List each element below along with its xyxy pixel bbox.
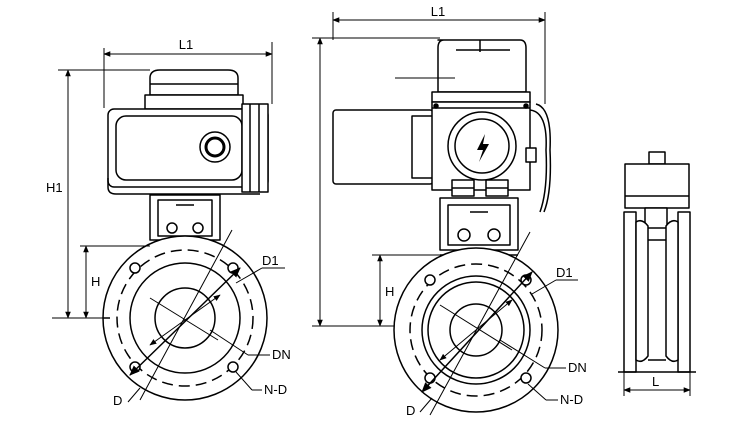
label-nd-middle: N-D: [560, 392, 583, 407]
left-dimensions: [52, 42, 273, 319]
label-l1-middle: L1: [431, 4, 445, 19]
middle-handwheel: [525, 103, 552, 213]
right-dimensions: [623, 372, 691, 396]
label-h1: H1: [46, 180, 63, 195]
middle-bracket: [439, 197, 519, 256]
middle-cable-glands: [451, 179, 509, 197]
label-d-middle: D: [406, 403, 415, 418]
middle-control-box: [431, 101, 531, 191]
middle-valve-body: [393, 231, 578, 416]
label-h-left: H: [91, 274, 100, 289]
label-d1-left: D1: [262, 253, 279, 268]
label-h-middle: H: [385, 284, 394, 299]
left-actuator-cap: [144, 69, 244, 110]
label-l1-left: L1: [179, 37, 193, 52]
middle-motor: [332, 109, 435, 185]
left-actuator-body: [107, 103, 269, 195]
left-valve-view: [52, 42, 285, 403]
right-side-view: [618, 151, 696, 396]
label-d-left: D: [113, 393, 122, 408]
middle-valve-view: [312, 12, 578, 416]
lightning-icon: [477, 134, 489, 162]
label-l-right: L: [652, 374, 659, 389]
label-dn-left: DN: [272, 347, 291, 362]
left-valve-body: [102, 229, 285, 403]
label-dn-middle: DN: [568, 360, 587, 375]
label-d1-middle: D1: [556, 265, 573, 280]
middle-dimensions: [312, 12, 546, 327]
label-nd-left: N-D: [264, 382, 287, 397]
middle-actuator-cover: [395, 39, 531, 103]
